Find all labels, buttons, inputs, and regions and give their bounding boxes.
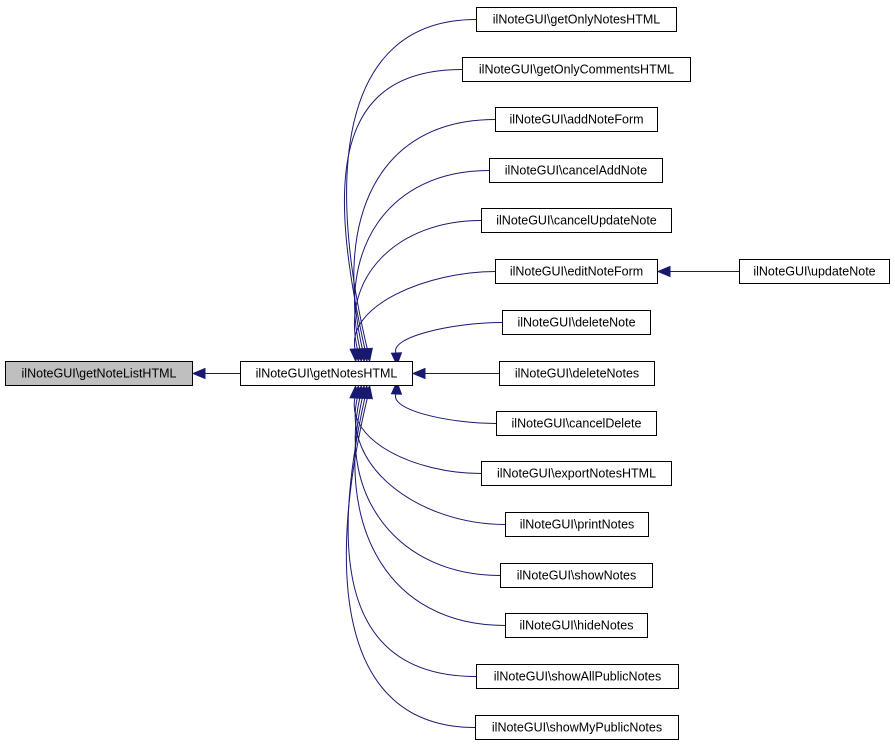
node-label: ilNoteGUI\updateNote (753, 265, 875, 279)
arrowhead-root (191, 367, 206, 380)
edge-export-notes-html-to-center (353, 396, 482, 474)
node-label: ilNoteGUI\addNoteForm (509, 113, 643, 127)
node-box (739, 259, 890, 284)
node-label: ilNoteGUI\getNotesHTML (256, 367, 398, 381)
arrowhead-edit-note-form (349, 348, 361, 363)
node-update-note[interactable]: ilNoteGUI\updateNote (739, 259, 890, 284)
edge-cancel-update-note-to-center (353, 220, 482, 351)
node-label: ilNoteGUI\cancelUpdateNote (496, 214, 657, 228)
node-box (500, 563, 653, 588)
node-get-only-comments-html[interactable]: ilNoteGUI\getOnlyCommentsHTML (462, 57, 691, 82)
edge-layer (191, 19, 739, 728)
node-label: ilNoteGUI\cancelAddNote (505, 164, 647, 178)
node-box (481, 461, 672, 486)
node-box (502, 310, 651, 335)
node-box (505, 613, 648, 638)
node-box (240, 361, 413, 386)
node-box (481, 208, 672, 233)
node-box (495, 107, 658, 132)
node-label: ilNoteGUI\showMyPublicNotes (492, 721, 662, 735)
node-label: ilNoteGUI\exportNotesHTML (497, 467, 656, 481)
node-print-notes[interactable]: ilNoteGUI\printNotes (505, 512, 649, 537)
node-label: ilNoteGUI\printNotes (520, 518, 635, 532)
node-add-note-form[interactable]: ilNoteGUI\addNoteForm (495, 107, 658, 132)
node-label: ilNoteGUI\deleteNotes (515, 367, 639, 381)
edge-delete-note-to-center (395, 322, 503, 355)
node-label: ilNoteGUI\cancelDelete (512, 417, 642, 431)
arrowhead-cancel-delete (390, 380, 403, 395)
node-hide-notes[interactable]: ilNoteGUI\hideNotes (505, 613, 648, 638)
arrowhead-delete-notes (411, 367, 426, 380)
node-get-only-notes-html[interactable]: ilNoteGUI\getOnlyNotesHTML (476, 7, 677, 32)
node-box (495, 259, 658, 284)
node-label: ilNoteGUI\editNoteForm (510, 265, 643, 279)
node-box (499, 361, 655, 386)
node-box (5, 361, 193, 386)
node-box (476, 7, 677, 32)
node-box (476, 664, 679, 689)
arrowhead-show-my-public-notes (361, 384, 373, 400)
node-label: ilNoteGUI\hideNotes (520, 619, 634, 633)
node-label: ilNoteGUI\getOnlyCommentsHTML (479, 63, 674, 77)
edge-show-notes-to-center (354, 396, 501, 576)
node-label: ilNoteGUI\deleteNote (517, 316, 635, 330)
node-show-notes[interactable]: ilNoteGUI\showNotes (500, 563, 653, 588)
edge-cancel-delete-to-center (395, 392, 497, 424)
node-box (496, 411, 657, 436)
node-get-note-list-html[interactable]: ilNoteGUI\getNoteListHTML (5, 361, 193, 386)
node-show-my-public-notes[interactable]: ilNoteGUI\showMyPublicNotes (475, 715, 679, 740)
node-edit-note-form[interactable]: ilNoteGUI\editNoteForm (495, 259, 658, 284)
edge-cancel-add-note-to-center (354, 170, 490, 351)
node-get-notes-html[interactable]: ilNoteGUI\getNotesHTML (240, 361, 413, 386)
node-label: ilNoteGUI\showNotes (517, 569, 637, 583)
edge-get-only-comments-html-to-center (343, 69, 463, 351)
node-layer: ilNoteGUI\getNoteListHTML ilNoteGUI\getNo… (5, 7, 890, 740)
node-delete-notes[interactable]: ilNoteGUI\deleteNotes (499, 361, 655, 386)
node-delete-note[interactable]: ilNoteGUI\deleteNote (502, 310, 651, 335)
node-label: ilNoteGUI\showAllPublicNotes (494, 670, 661, 684)
node-box (462, 57, 691, 82)
node-label: ilNoteGUI\getNoteListHTML (22, 367, 177, 381)
edge-show-all-public-notes-to-center (347, 396, 477, 677)
arrowhead-edit-note-form (656, 265, 671, 278)
arrowhead-delete-note (390, 352, 403, 367)
edge-hide-notes-to-center (354, 396, 506, 626)
node-box (489, 158, 663, 183)
node-label: ilNoteGUI\getOnlyNotesHTML (493, 13, 660, 27)
node-box (505, 512, 649, 537)
node-cancel-add-note[interactable]: ilNoteGUI\cancelAddNote (489, 158, 663, 183)
node-cancel-delete[interactable]: ilNoteGUI\cancelDelete (496, 411, 657, 436)
node-box (475, 715, 679, 740)
node-export-notes-html[interactable]: ilNoteGUI\exportNotesHTML (481, 461, 672, 486)
edge-edit-note-form-to-center (353, 271, 496, 351)
node-cancel-update-note[interactable]: ilNoteGUI\cancelUpdateNote (481, 208, 672, 233)
edge-show-my-public-notes-to-center (345, 396, 476, 728)
node-show-all-public-notes[interactable]: ilNoteGUI\showAllPublicNotes (476, 664, 679, 689)
edge-add-note-form-to-center (353, 119, 496, 351)
